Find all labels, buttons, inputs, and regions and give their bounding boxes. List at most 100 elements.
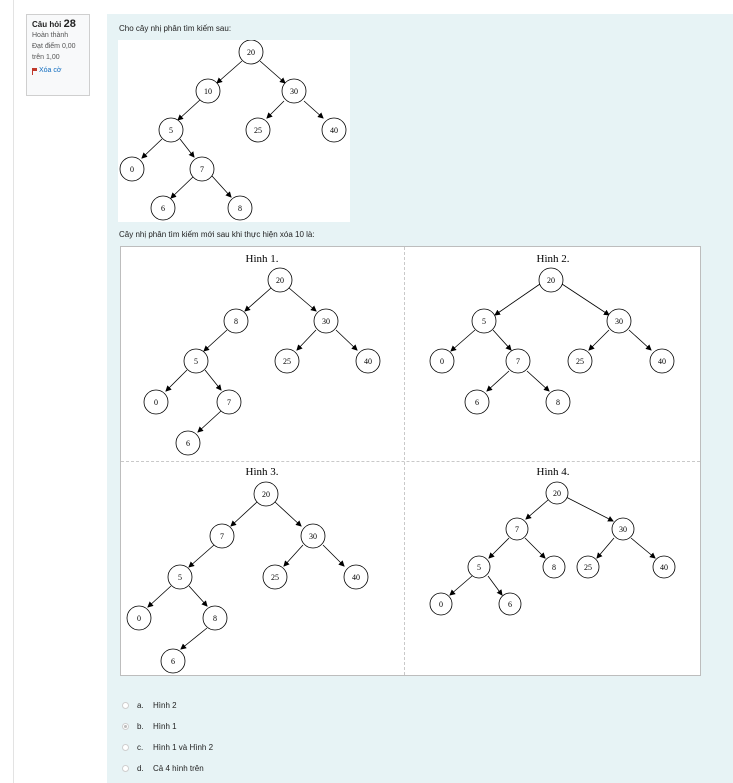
tree-node-label: 20: [262, 490, 270, 499]
tree-node-label: 20: [553, 489, 561, 498]
option-b-letter: b.: [137, 722, 144, 731]
tree-node-label: 25: [283, 357, 291, 366]
figure-3-title: Hình 3.: [246, 466, 279, 478]
tree-node-label: 5: [169, 126, 173, 135]
tree-node-7: [189, 156, 215, 182]
question-status: Hoàn thành: [32, 32, 69, 39]
figure-4-title: Hình 4.: [537, 466, 570, 478]
answer-options: a. Hình 2 b. Hình 1 c. Hình 1 và Hình 2 …: [122, 695, 213, 779]
tree-node-0: [119, 156, 145, 182]
tree-node-label: 8: [552, 563, 556, 572]
edge-5-7: [179, 138, 195, 158]
tree-node-label: 30: [619, 525, 627, 534]
tree-node-label: 25: [254, 126, 262, 135]
grade-line-2: trên 1,00: [32, 54, 60, 61]
edge-5-0: [141, 138, 163, 159]
tree-node-label: 20: [547, 276, 555, 285]
tree-node-label: 25: [271, 573, 279, 582]
tree-node-label: 5: [194, 357, 198, 366]
option-a[interactable]: a. Hình 2: [122, 695, 213, 716]
option-b-radio[interactable]: [122, 723, 129, 730]
remove-flag-label: Xóa cờ: [39, 67, 62, 74]
option-c-letter: c.: [137, 743, 144, 752]
edge-7-8: [211, 175, 232, 198]
tree-node-label: 0: [130, 165, 134, 174]
option-c-radio[interactable]: [122, 744, 129, 751]
tree-node-label: 30: [615, 317, 623, 326]
sub-prompt: Cây nhị phân tìm kiếm mới sau khi thực h…: [119, 230, 315, 239]
tree-node-label: 5: [178, 573, 182, 582]
question-number: Câu hỏi 28: [32, 19, 84, 30]
figure-1-title: Hình 1.: [246, 253, 279, 265]
edge-10-5: [177, 98, 202, 121]
answer-figures-grid: Hình 1.: [120, 246, 701, 676]
tree-node-label: 0: [440, 357, 444, 366]
tree-node-label: 7: [515, 525, 519, 534]
option-b-text: Hình 1: [153, 722, 177, 731]
tree-node-label: 30: [322, 317, 330, 326]
tree-node-20: [238, 39, 264, 65]
tree-node-label: 0: [439, 600, 443, 609]
tree-node-40: [321, 117, 347, 143]
tree-node-label: 40: [330, 126, 338, 135]
tree-node-10: [195, 78, 221, 104]
option-d[interactable]: d. Cả 4 hình trên: [122, 758, 213, 779]
edge-20-30: [259, 60, 286, 84]
option-a-text: Hình 2: [153, 701, 177, 710]
tree-node-label: 5: [482, 317, 486, 326]
tree-node-label: 8: [238, 204, 242, 213]
option-a-radio[interactable]: [122, 702, 129, 709]
original-tree-svg: 20 10 30 5 25 40 0 7 6 8: [119, 39, 347, 221]
tree-node-label: 40: [352, 573, 360, 582]
option-c-text: Hình 1 và Hình 2: [153, 743, 214, 752]
figures-svg: Hình 1.: [126, 253, 676, 674]
tree-node-label: 5: [477, 563, 481, 572]
tree-node-label: 7: [227, 398, 231, 407]
tree-node-label: 7: [220, 532, 224, 541]
tree-node-6: [150, 195, 176, 221]
tree-node-label: 7: [516, 357, 520, 366]
tree-node-label: 6: [171, 657, 175, 666]
tree-node-label: 0: [137, 614, 141, 623]
figure-3: Hình 3.: [126, 466, 369, 674]
option-b[interactable]: b. Hình 1: [122, 716, 213, 737]
edge-30-25: [266, 100, 285, 119]
option-a-letter: a.: [137, 701, 144, 710]
question-number-value: 28: [63, 18, 76, 30]
edge-7-6: [170, 175, 195, 199]
question-label: Câu hỏi: [32, 20, 62, 29]
grid-divider-horizontal: [121, 461, 700, 462]
tree-node-label: 7: [200, 165, 204, 174]
figure-4: Hình 4.: [429, 466, 676, 616]
tree-node-label: 6: [186, 439, 190, 448]
option-d-radio[interactable]: [122, 765, 129, 772]
figure-2-title: Hình 2.: [537, 253, 570, 265]
tree-node-label: 20: [276, 276, 284, 285]
question-info-box: Câu hỏi 28 Hoàn thành Đạt điểm 0,00 trên…: [26, 14, 90, 96]
figure-1: Hình 1.: [143, 253, 381, 456]
tree-node-30: [281, 78, 307, 104]
option-d-text: Cả 4 hình trên: [153, 764, 204, 773]
tree-node-label: 40: [658, 357, 666, 366]
option-c[interactable]: c. Hình 1 và Hình 2: [122, 737, 213, 758]
question-prompt: Cho cây nhị phân tìm kiếm sau:: [119, 24, 232, 33]
page-left-border: [13, 0, 14, 783]
tree-node-5: [158, 117, 184, 143]
tree-node-label: 30: [290, 87, 298, 96]
tree-node-25: [245, 117, 271, 143]
tree-node-label: 8: [234, 317, 238, 326]
tree-node-8: [227, 195, 253, 221]
flag-icon: [32, 67, 37, 75]
tree-node-label: 25: [584, 563, 592, 572]
tree-node-label: 40: [660, 563, 668, 572]
edge-30-40: [303, 100, 324, 119]
tree-node-label: 40: [364, 357, 372, 366]
tree-node-label: 30: [309, 532, 317, 541]
figure-2: Hình 2.: [429, 253, 675, 415]
tree-node-label: 8: [213, 614, 217, 623]
grade-line-1: Đạt điểm 0,00: [32, 43, 76, 50]
tree-node-label: 6: [475, 398, 479, 407]
tree-node-label: 25: [576, 357, 584, 366]
tree-node-label: 8: [556, 398, 560, 407]
remove-flag-link[interactable]: Xóa cờ: [32, 65, 84, 76]
